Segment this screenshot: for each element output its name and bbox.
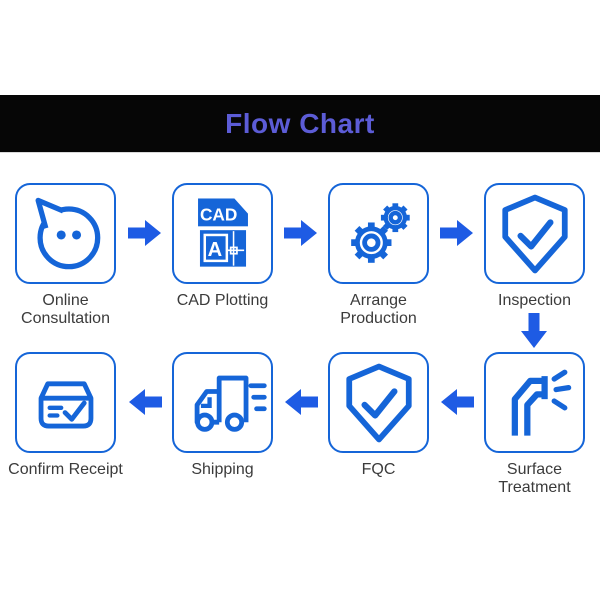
icon-box (15, 352, 116, 453)
icon-box (328, 352, 429, 453)
step-label: FQC (361, 461, 396, 478)
icon-box (15, 183, 116, 284)
step-online-consultation: Online Consultation (15, 183, 116, 327)
shield-check-icon (501, 194, 568, 273)
arrow-left-icon (129, 389, 162, 415)
page-title: Flow Chart (225, 107, 375, 139)
step-label: Inspection (498, 292, 571, 309)
cad-text: CAD (199, 204, 236, 224)
icon-box: CAD A (172, 183, 273, 284)
step-inspection: Inspection (484, 183, 585, 309)
icon-box (484, 183, 585, 284)
shield-check-icon (345, 363, 412, 442)
gears-icon (350, 202, 410, 263)
icon-box (172, 352, 273, 453)
arrow-right-icon (128, 220, 161, 246)
package-check-icon (38, 380, 93, 428)
step-label: CAD Plotting (176, 292, 269, 309)
step-arrange-production: Arrange Production (328, 183, 429, 327)
step-label: Online Consultation (21, 292, 110, 328)
arrow-right-icon (440, 220, 473, 246)
arrow-down-icon (521, 313, 547, 348)
header-bar: Flow Chart (0, 95, 600, 153)
step-label: Confirm Receipt (8, 461, 123, 478)
truck-icon (194, 375, 267, 432)
step-shipping: Shipping (172, 352, 273, 478)
icon-box (484, 352, 585, 453)
arrow-left-icon (285, 389, 318, 415)
step-label: Surface Treatment (498, 461, 571, 497)
step-cad-plotting: CAD A CAD Plotting (172, 183, 273, 309)
cad-file-icon: CAD A (197, 196, 250, 267)
step-confirm-receipt: Confirm Receipt (8, 352, 123, 478)
pipe-spray-icon (511, 369, 571, 436)
step-fqc: FQC (328, 352, 429, 478)
chat-bubble-icon (35, 197, 100, 269)
step-label: Arrange Production (340, 292, 417, 328)
arrow-left-icon (441, 389, 474, 415)
step-surface-treatment: Surface Treatment (484, 352, 585, 496)
cad-letter: A (207, 239, 222, 261)
arrow-right-icon (284, 220, 317, 246)
step-label: Shipping (191, 461, 254, 478)
icon-box (328, 183, 429, 284)
